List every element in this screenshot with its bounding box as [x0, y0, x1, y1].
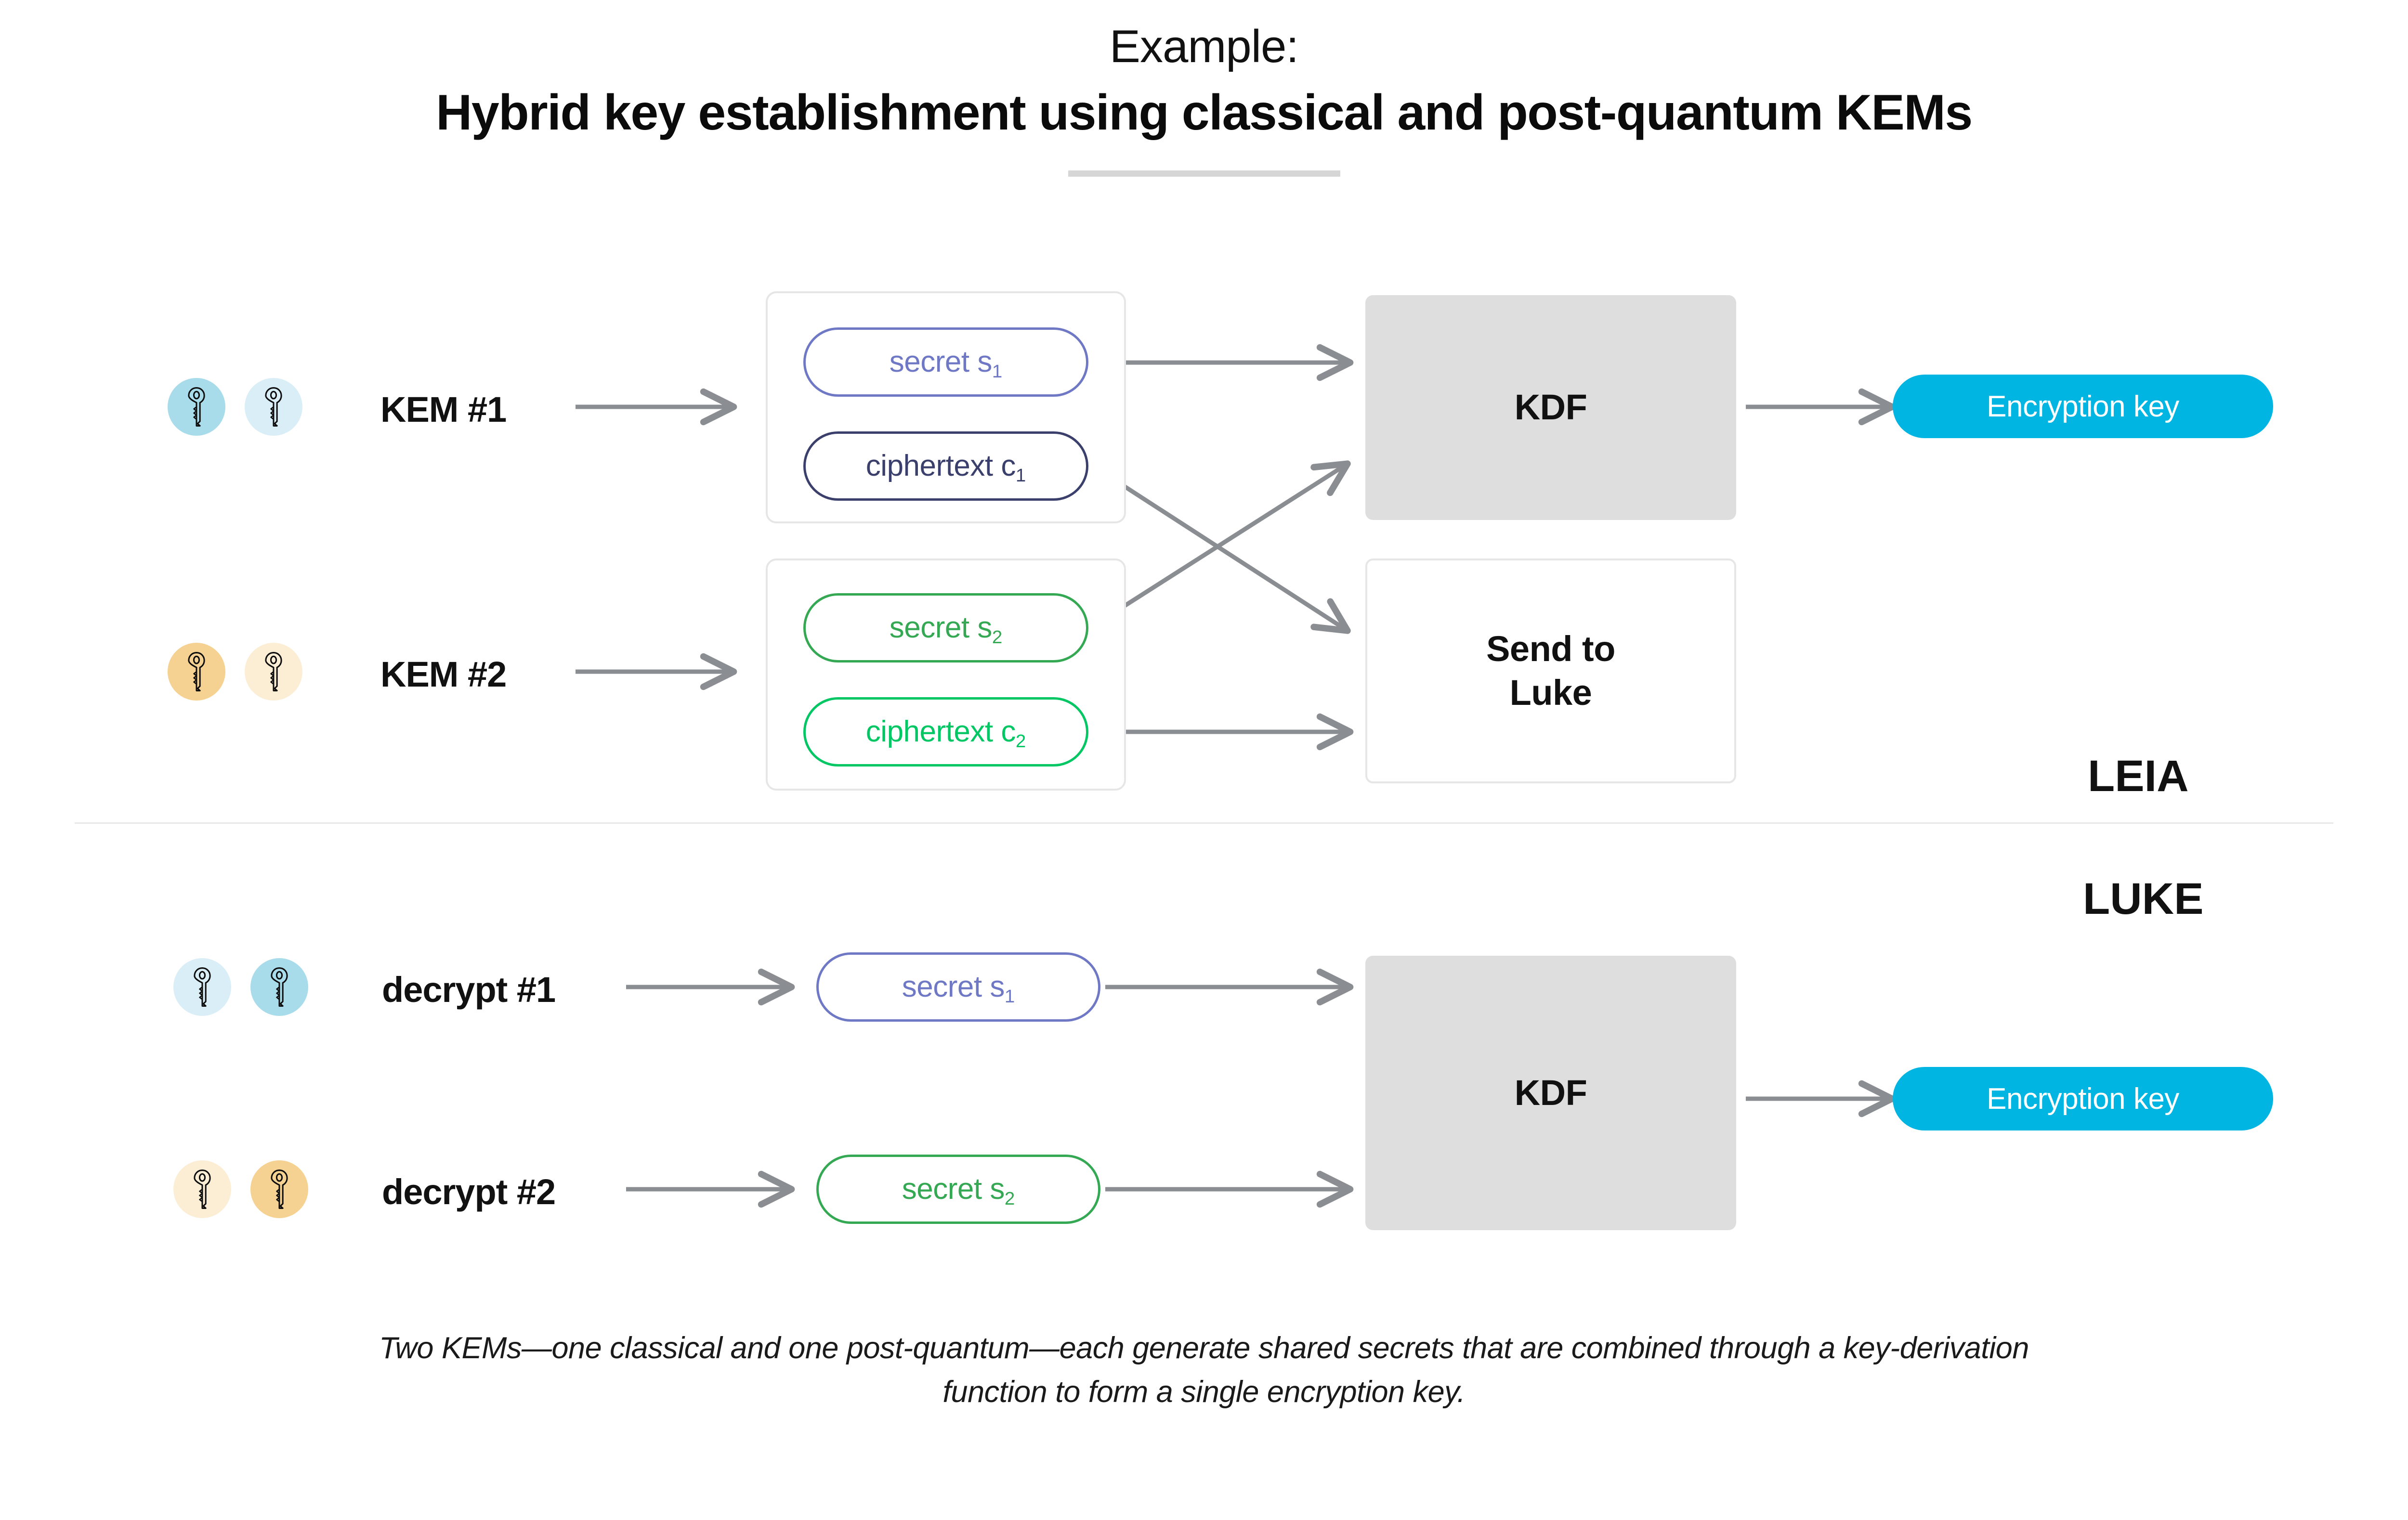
decrypt2-key-pair — [173, 1160, 308, 1218]
secret-s1-pill-luke[interactable]: secret s1 — [816, 952, 1100, 1022]
secret-s1-label-luke: secret s1 — [902, 970, 1015, 1007]
actor-label-leia: LEIA — [2088, 752, 2189, 801]
ciphertext-c1-label: ciphertext c1 — [865, 449, 1026, 486]
kem1-key-pair — [168, 378, 302, 436]
kem1-label: KEM #1 — [380, 390, 507, 429]
encryption-key-pill-leia[interactable]: Encryption key — [1893, 375, 2273, 438]
ciphertext-c1-pill[interactable]: ciphertext c1 — [803, 431, 1088, 501]
key-icon-light-orange — [173, 1160, 231, 1218]
decrypt1-label: decrypt #1 — [382, 970, 556, 1010]
encryption-key-pill-luke[interactable]: Encryption key — [1893, 1067, 2273, 1130]
figure-caption: Two KEMs—one classical and one post-quan… — [379, 1331, 2029, 1409]
kem2-key-pair — [168, 643, 302, 701]
secret-s2-label: secret s2 — [889, 611, 1003, 648]
key-icon-light-orange — [245, 643, 302, 701]
key-icon-dark-blue — [250, 958, 308, 1016]
secret-s2-pill-luke[interactable]: secret s2 — [816, 1155, 1100, 1224]
title-block: Example: Hybrid key establishment using … — [0, 19, 2408, 177]
secret-s1-label: secret s1 — [889, 345, 1003, 382]
kem2-label: KEM #2 — [380, 654, 507, 694]
ciphertext-c2-label: ciphertext c2 — [865, 715, 1026, 752]
title-eyebrow: Example: — [1109, 21, 1299, 72]
key-icon-dark-orange — [168, 643, 225, 701]
encryption-key-label-leia: Encryption key — [1987, 390, 2179, 423]
decrypt2-label: decrypt #2 — [382, 1172, 556, 1212]
secret-s1-pill[interactable]: secret s1 — [803, 327, 1088, 397]
ciphertext-c2-pill[interactable]: ciphertext c2 — [803, 697, 1088, 766]
kdf-box-leia: KDF — [1365, 295, 1736, 520]
key-icon-light-blue — [173, 958, 231, 1016]
page-title: Hybrid key establishment using classical… — [436, 85, 1973, 141]
encryption-key-label-luke: Encryption key — [1987, 1082, 2179, 1116]
title-accent-bar — [1068, 170, 1340, 177]
kdf-box-luke: KDF — [1365, 956, 1736, 1230]
actor-label-luke: LUKE — [2083, 874, 2204, 923]
secret-s2-label-luke: secret s2 — [902, 1172, 1015, 1209]
kdf-label-luke: KDF — [1514, 1072, 1587, 1113]
kdf-label-leia: KDF — [1514, 387, 1587, 428]
key-icon-dark-orange — [250, 1160, 308, 1218]
key-icon-light-blue — [245, 378, 302, 436]
party-divider — [75, 822, 2333, 824]
secret-s2-pill[interactable]: secret s2 — [803, 593, 1088, 663]
key-icon-dark-blue — [168, 378, 225, 436]
decrypt1-key-pair — [173, 958, 308, 1016]
